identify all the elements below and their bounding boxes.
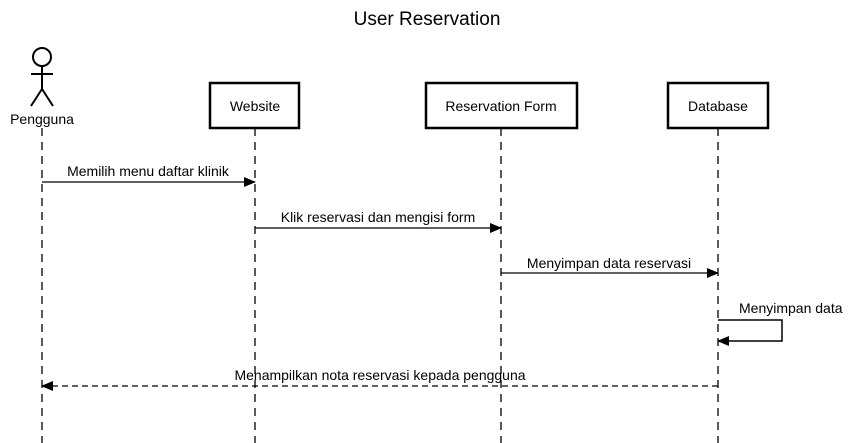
- message-label-5: Menampilkan nota reservasi kepada penggu…: [234, 367, 525, 383]
- participant-box-website: [208, 81, 301, 130]
- participant-label-database: Database: [688, 98, 748, 114]
- actor-label: Pengguna: [10, 111, 74, 127]
- diagram-title: User Reservation: [354, 9, 501, 30]
- participant-label-website: Website: [230, 98, 281, 114]
- message-label-2: Klik reservasi dan mengisi form: [281, 209, 476, 225]
- message-label-4: Menyimpan data: [739, 300, 843, 316]
- participant-box-database: [666, 81, 770, 130]
- message-label-1: Memilih menu daftar klinik: [67, 163, 230, 179]
- message-arrow-4-self: [717, 319, 783, 346]
- participant-label-reservation-form: Reservation Form: [445, 98, 556, 114]
- message-label-3: Menyimpan data reservasi: [527, 255, 691, 271]
- stick-figure-icon: [30, 47, 54, 107]
- participant-box-reservation-form: [424, 81, 579, 130]
